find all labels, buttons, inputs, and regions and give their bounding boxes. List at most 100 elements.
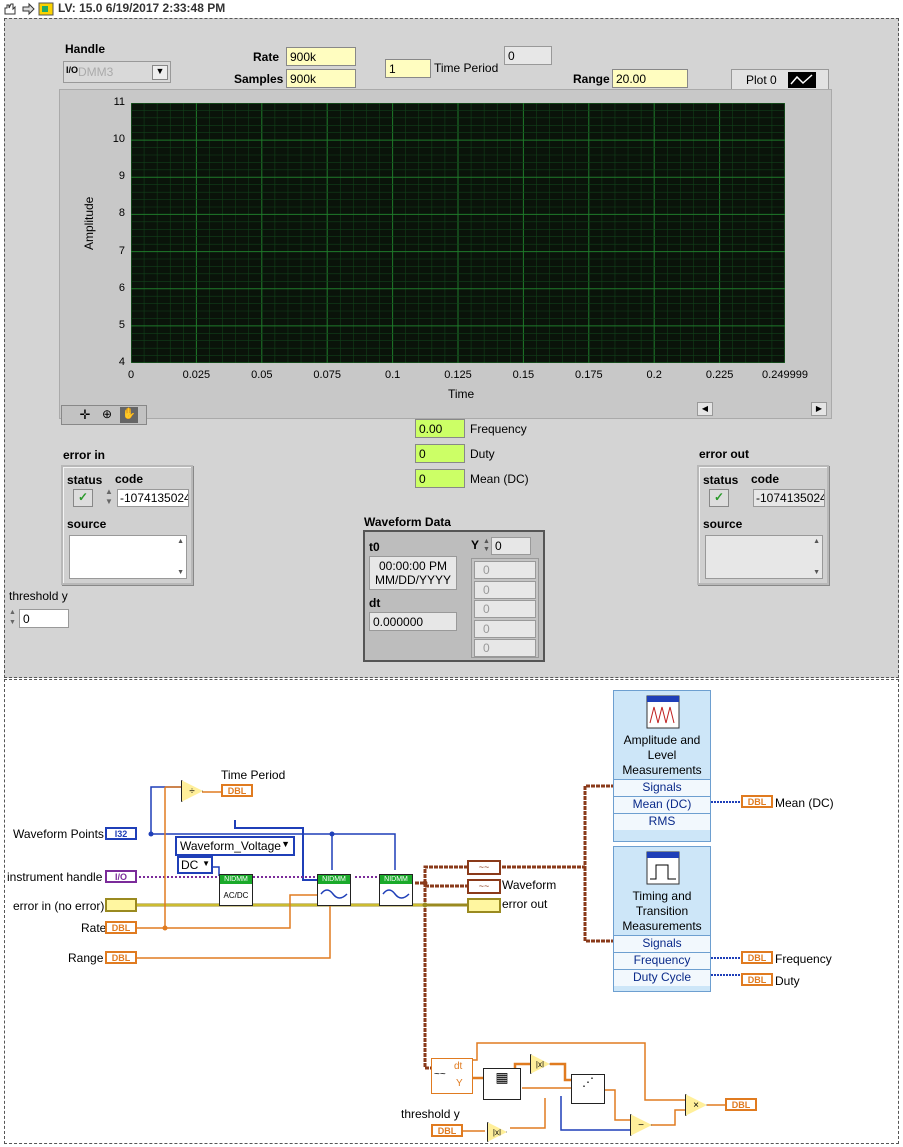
pan-hand-icon[interactable]: ✋	[120, 407, 138, 423]
error-in-cluster: status code ✓ ▲▼ -1074135024 source ▲ ▼	[61, 465, 193, 585]
status-check-icon[interactable]: ✓	[73, 489, 93, 507]
x-tick-label: 0.249999	[762, 369, 808, 381]
error-in-source-input[interactable]: ▲ ▼	[69, 535, 187, 579]
time-period-terminal[interactable]: DBL	[221, 784, 253, 797]
nidmm-header: NIDMM	[380, 875, 412, 884]
unbundle-waveform-node[interactable]: ~~ dt Y	[431, 1058, 473, 1094]
samples-label: Samples	[234, 72, 284, 86]
amplitude-measurements-block[interactable]: Amplitude and Level Measurements Signals…	[613, 690, 711, 842]
frequency-wire-label: Frequency	[775, 952, 832, 966]
acdc-label: AC/DC	[223, 891, 249, 900]
threshold-y-terminal[interactable]: DBL	[431, 1124, 463, 1137]
range-terminal[interactable]: DBL	[105, 951, 137, 964]
t0-time: 00:00:00 PM	[378, 559, 448, 573]
waveform-data-indicator: t0 00:00:00 PM MM/DD/YYYY dt 0.000000 Y …	[363, 530, 545, 662]
dc-enum[interactable]: DC ▼	[177, 856, 213, 874]
time-period-output-terminal[interactable]: DBL	[725, 1098, 757, 1111]
waveform-points-terminal[interactable]: I32	[105, 827, 137, 840]
chevron-down-icon: ▼	[202, 859, 210, 868]
scroll-up-icon[interactable]: ▲	[813, 538, 820, 545]
threshold-y-input[interactable]: 0	[19, 609, 69, 628]
threshold-detect-node[interactable]: ⋰	[571, 1074, 605, 1104]
error-in-code-input[interactable]: -1074135024	[117, 489, 189, 507]
scroll-down-icon[interactable]: ▼	[177, 569, 184, 576]
timing-title-line: Timing and	[632, 889, 692, 903]
threshold-increment-icon[interactable]: ▲▼	[9, 609, 16, 626]
error-in-label: error in	[63, 448, 106, 462]
timing-measurements-block[interactable]: Timing and Transition Measurements Signa…	[613, 846, 711, 992]
timing-title: Timing and Transition Measurements	[614, 889, 710, 934]
mean-terminal[interactable]: DBL	[741, 795, 773, 808]
crosshair-icon[interactable]: ✛	[79, 407, 91, 422]
threshold-icon: ⋰	[582, 1075, 594, 1089]
amplitude-row-rms[interactable]: RMS	[614, 813, 710, 830]
t0-date: MM/DD/YYYY	[374, 573, 451, 587]
amplitude-title-line: Amplitude and	[623, 733, 701, 747]
chevron-down-icon: ▼	[281, 839, 290, 849]
y-tick-label: 7	[118, 244, 125, 257]
scroll-left-icon[interactable]: ◀	[697, 402, 713, 416]
waveform-graph-terminal[interactable]: ~~	[467, 860, 501, 875]
x-tick-label: 0.125	[444, 369, 472, 381]
waveform-data-terminal[interactable]: ~~	[467, 879, 501, 894]
range-input[interactable]: 20.00	[612, 69, 688, 88]
amplitude-title-line: Level	[647, 748, 677, 762]
version-label: LV: 15.0 6/19/2017 2:33:48 PM	[58, 1, 226, 15]
timing-row-signals[interactable]: Signals	[614, 935, 710, 952]
y-tick-label: 4	[118, 356, 125, 368]
io-icon: I/O	[66, 65, 79, 75]
instrument-handle-terminal[interactable]: I/O	[105, 870, 137, 883]
zoom-icon[interactable]: ⊕	[101, 407, 113, 421]
time-period-input[interactable]: 1	[385, 59, 431, 78]
time-period-indicator: 0	[504, 46, 552, 65]
amplitude-row-mean[interactable]: Mean (DC)	[614, 796, 710, 813]
frequency-terminal[interactable]: DBL	[741, 951, 773, 964]
y-array-element: 0	[474, 600, 536, 618]
error-in-source-label: source	[67, 517, 107, 531]
wires	[135, 784, 741, 1132]
x-tick-label: 0.15	[512, 369, 535, 381]
t0-label: t0	[369, 540, 380, 554]
time-period-wire-label: Time Period	[221, 768, 286, 782]
scroll-up-icon[interactable]: ▲	[177, 538, 184, 545]
array-max-min-node[interactable]: ▦	[483, 1068, 521, 1100]
nidmm-configure-node[interactable]: NIDMM	[317, 874, 351, 906]
x-tick-label: 0.025	[182, 369, 211, 381]
scroll-down-icon[interactable]: ▼	[813, 569, 820, 576]
scroll-right-icon[interactable]: ▶	[811, 402, 827, 416]
nidmm-fetch-node[interactable]: NIDMM	[379, 874, 413, 906]
arrow-icon	[22, 2, 35, 16]
plot-area[interactable]	[130, 102, 786, 364]
code-increment-icon[interactable]: ▲▼	[105, 487, 113, 506]
nidmm-acdc-node[interactable]: NIDMM AC/DC	[219, 874, 253, 906]
samples-input[interactable]: 900k	[286, 69, 356, 88]
rate-terminal[interactable]: DBL	[105, 921, 137, 934]
error-out-code-label: code	[751, 472, 780, 486]
waveform-voltage-enum[interactable]: Waveform_Voltage ▼	[175, 836, 295, 856]
timing-row-duty-cycle[interactable]: Duty Cycle	[614, 969, 710, 986]
front-panel: Handle I/O DMM3 ▼ Rate 900k Samples 900k…	[4, 18, 899, 678]
status-check-icon: ✓	[709, 489, 729, 507]
y-tick-label: 11	[113, 96, 125, 108]
timing-row-frequency[interactable]: Frequency	[614, 952, 710, 969]
frequency-indicator: 0.00	[415, 419, 465, 438]
y-index-increment-icon[interactable]: ▲▼	[483, 538, 490, 553]
error-out-terminal[interactable]	[467, 898, 501, 913]
error-in-terminal[interactable]	[105, 898, 137, 912]
y-output: Y	[456, 1078, 463, 1089]
error-in-wire-label: error in (no error)	[13, 899, 105, 913]
plot-grid	[130, 102, 786, 364]
plot-legend[interactable]: Plot 0	[731, 69, 829, 91]
amplitude-icon	[646, 695, 680, 729]
duty-terminal[interactable]: DBL	[741, 973, 773, 986]
y-index-input[interactable]: 0	[491, 537, 531, 555]
y-array-element: 0	[474, 580, 536, 599]
amplitude-row-signals[interactable]: Signals	[614, 779, 710, 796]
x-tick-label: 0.2	[646, 369, 662, 381]
graph-ylabel: Amplitude	[82, 196, 96, 250]
chevron-down-icon[interactable]: ▼	[152, 65, 168, 80]
rate-input[interactable]: 900k	[286, 47, 356, 66]
y-array-element: 0	[474, 619, 536, 638]
handle-control[interactable]: I/O DMM3 ▼	[63, 61, 171, 83]
